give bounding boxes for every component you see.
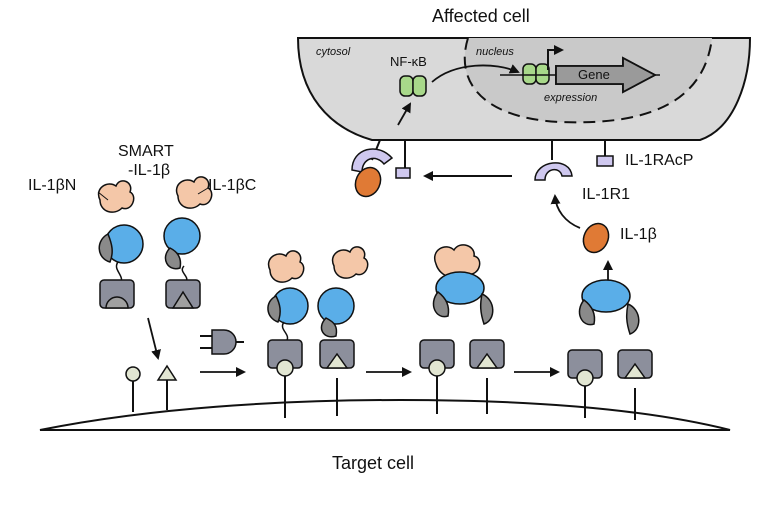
smart-label-line1: SMART bbox=[118, 143, 174, 160]
stage4-released bbox=[567, 279, 653, 420]
surface-anchor-triangle bbox=[156, 364, 178, 410]
nfkb-translocation-arrow bbox=[431, 64, 520, 83]
expression-label: expression bbox=[544, 92, 598, 104]
il1r1-receptor bbox=[534, 140, 573, 181]
stage2-c-bound bbox=[317, 246, 369, 416]
il1racp-label: IL-1RAcP bbox=[625, 152, 694, 169]
il1bc-label: IL-1βC bbox=[208, 177, 257, 194]
surface-anchor-circle bbox=[125, 366, 141, 412]
smart-label-line2: -IL-1β bbox=[128, 162, 171, 179]
il1racp-receptor bbox=[596, 140, 614, 167]
signal-arrow bbox=[397, 102, 411, 126]
title: Affected cell bbox=[432, 6, 530, 26]
il1b-ligand bbox=[582, 222, 610, 254]
plug-icon bbox=[200, 329, 244, 355]
nucleus-label: nucleus bbox=[476, 46, 514, 58]
step-arrow-down bbox=[147, 317, 161, 360]
cytosol-label: cytosol bbox=[316, 46, 351, 58]
il1-receptor-complex bbox=[351, 139, 411, 198]
il1r1-label: IL-1R1 bbox=[582, 186, 631, 203]
stage2-n-bound bbox=[267, 250, 309, 418]
smart-il1b-n-free bbox=[97, 180, 144, 309]
ligand-binding-arrow bbox=[550, 194, 581, 229]
nfkb-nucleus-icon bbox=[522, 63, 550, 85]
promoter-icon bbox=[547, 45, 564, 70]
target-cell-label: Target cell bbox=[332, 453, 415, 473]
smart-il1b-c-free bbox=[163, 176, 213, 309]
gene-arrow-front bbox=[555, 56, 657, 94]
il1bn-label: IL-1βN bbox=[28, 177, 77, 194]
nfkb-cytosol-icon bbox=[399, 75, 427, 97]
il1b-label: IL-1β bbox=[620, 226, 657, 243]
gene-label: Gene bbox=[578, 67, 610, 82]
target-cell-membrane bbox=[39, 398, 731, 431]
nfkb-label: NF-κB bbox=[390, 54, 427, 69]
stage3-complemented bbox=[419, 244, 505, 414]
